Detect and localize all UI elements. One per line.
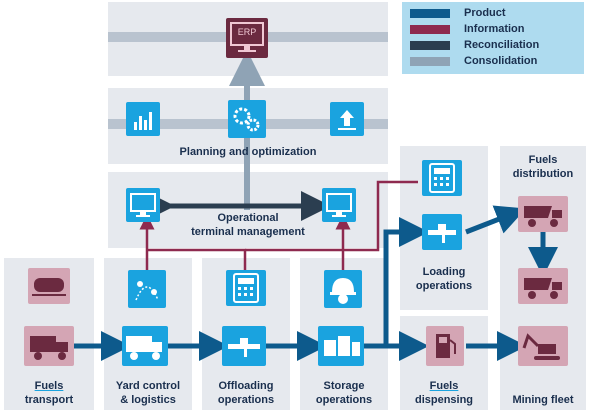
gears-icon	[228, 100, 266, 138]
legend-swatch-product	[410, 8, 450, 18]
distribution-label-line1: Fuels	[528, 154, 558, 166]
legend-label: Information	[464, 23, 525, 35]
loading-pipe-icon	[422, 214, 462, 250]
legend: Product Information Reconciliation Conso…	[402, 2, 584, 74]
product-arrow-7	[465, 205, 526, 235]
offloading-label-line1: Offloading	[218, 380, 274, 392]
legend-item-reconciliation: Reconciliation	[410, 38, 539, 52]
truck-icon	[24, 326, 74, 366]
loading-label-line2: operations	[415, 280, 473, 292]
offload-calculator-icon	[226, 270, 266, 306]
yard-label-line1: Yard control	[115, 380, 181, 392]
offloading-label-line2: operations	[217, 394, 275, 406]
excavator-icon	[518, 326, 568, 366]
legend-label: Product	[464, 7, 506, 19]
offload-pipe-icon	[222, 326, 266, 366]
legend-swatch-reconciliation	[410, 40, 450, 50]
transport-label-line2: transport	[24, 394, 74, 406]
planning-label: Planning and optimization	[179, 146, 317, 158]
legend-item-information: Information	[410, 22, 525, 36]
dispensing-label-line1: Fuels	[429, 380, 459, 392]
dispensing-label-line2: dispensing	[414, 394, 474, 406]
loading-calculator-icon	[422, 160, 462, 196]
loading-label-line1: Loading	[422, 266, 466, 278]
terminal-monitor-left-icon	[126, 188, 160, 222]
yard-truck-icon	[122, 326, 168, 366]
train-icon	[28, 268, 70, 304]
legend-label: Consolidation	[464, 55, 538, 67]
upload-icon	[330, 102, 364, 136]
terminal-label-line1: Operational	[217, 212, 279, 224]
terminal-label-line2: terminal management	[191, 226, 305, 238]
storage-label-line1: Storage	[323, 380, 365, 392]
legend-item-consolidation: Consolidation	[410, 54, 537, 68]
storage-label-line2: operations	[315, 394, 373, 406]
erp-monitor-icon: ERP	[226, 18, 268, 58]
fuel-pump-icon	[426, 326, 464, 366]
transport-label-line1: Fuels	[34, 380, 64, 392]
helmet-icon	[324, 270, 362, 308]
legend-item-product: Product	[410, 6, 506, 20]
distribution-label-line2: distribution	[512, 168, 574, 180]
legend-swatch-consolidation	[410, 56, 450, 66]
tanks-icon	[318, 326, 364, 366]
bar-chart-icon	[126, 102, 160, 136]
yard-label-line2: & logistics	[120, 394, 176, 406]
mining-dump-truck-icon	[518, 268, 568, 304]
legend-label: Reconciliation	[464, 39, 540, 51]
dump-truck-icon	[518, 196, 568, 232]
erp-label: ERP	[237, 27, 257, 37]
legend-swatch-information	[410, 24, 450, 34]
mining-fleet-label: Mining fleet	[512, 394, 574, 406]
gps-icon	[128, 270, 166, 308]
info-line-loading	[245, 180, 418, 252]
terminal-monitor-right-icon	[322, 188, 356, 222]
